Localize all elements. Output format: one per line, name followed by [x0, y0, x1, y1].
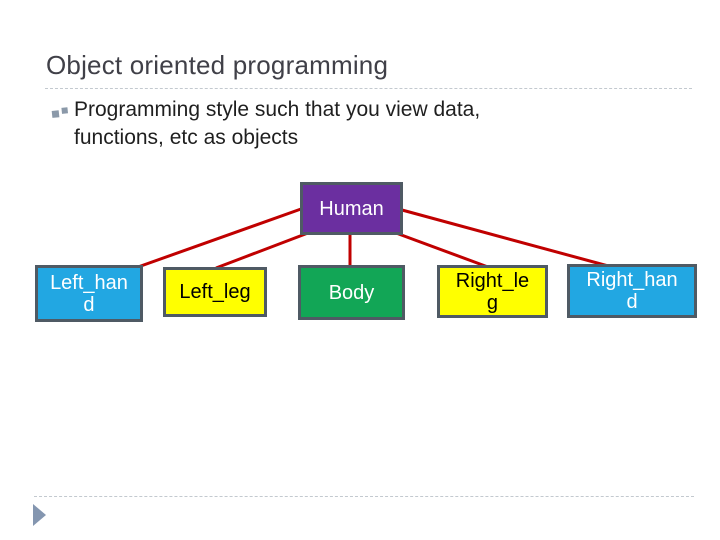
corner-arrow-icon	[33, 504, 46, 526]
node-label: Right_han d	[586, 269, 678, 313]
diagram-node-body: Body	[298, 265, 405, 320]
footer-separator	[34, 496, 694, 497]
node-label: Body	[328, 281, 375, 304]
diagram-node-right-leg: Right_le g	[437, 265, 548, 318]
title-separator	[45, 88, 692, 89]
node-label: Right_le g	[455, 269, 530, 314]
diagram-node-left-hand: Left_han d	[35, 265, 143, 322]
diagram-node-human: Human	[300, 182, 403, 235]
diagram-node-left-leg: Left_leg	[163, 267, 267, 317]
node-label: Left_leg	[179, 281, 251, 303]
node-label: Human	[319, 197, 384, 220]
diagram-node-right-hand: Right_han d	[567, 264, 697, 318]
bullet-text: Programming style such that you view dat…	[74, 98, 481, 149]
slide-title: Object oriented programming	[46, 50, 389, 80]
node-label: Left_han d	[50, 271, 128, 316]
